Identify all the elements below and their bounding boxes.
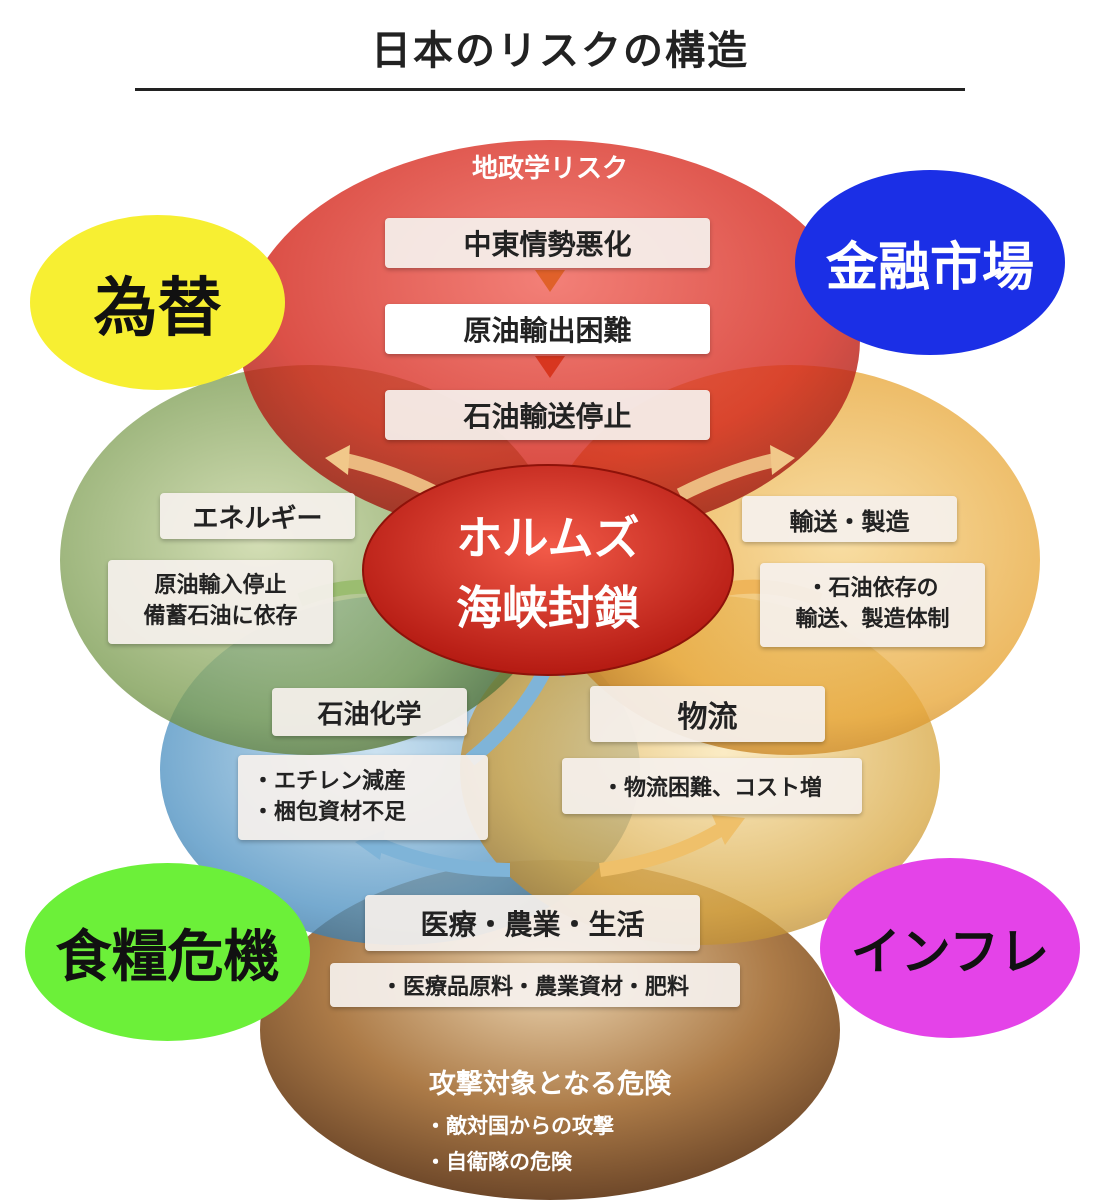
energy-heading: エネルギー: [160, 493, 355, 539]
medical-heading: 医療・農業・生活: [365, 895, 700, 951]
transport-heading: 輸送・製造: [742, 496, 957, 542]
chemistry-detail-2: ・梱包資材不足: [252, 799, 407, 825]
arrow-bottom-left: [377, 838, 511, 877]
energy-detail-2: 備蓄石油に依存: [143, 604, 298, 629]
chain-box-2: 原油輸出困難: [385, 304, 710, 354]
attack-detail-2: ・自衛隊の危険: [425, 1150, 572, 1174]
energy-detail: 原油輸入停止 備蓄石油に依存: [108, 560, 333, 644]
title-divider: [135, 88, 965, 91]
chain-arrow-1: [535, 270, 565, 292]
transport-detail-1: ・石油依存の: [806, 576, 939, 602]
medical-detail: ・医療品原料・農業資材・肥料: [330, 963, 740, 1007]
chemistry-detail: ・エチレン減産 ・梱包資材不足: [238, 755, 488, 840]
transport-detail-2: 輸送、製造体制: [795, 607, 950, 632]
chain-box-1: 中東情勢悪化: [385, 218, 710, 268]
chemistry-heading: 石油化学: [272, 688, 467, 736]
arrow-core-up-right: [676, 453, 777, 502]
arrow-up-right-head: [770, 445, 795, 475]
attack-detail-1: ・敵対国からの攻撃: [425, 1114, 614, 1138]
chain-arrow-2: [535, 356, 565, 378]
core-label-line1: ホルムズ: [456, 511, 640, 565]
chemistry-detail-1: ・エチレン減産: [252, 768, 407, 794]
bubble-finance: 金融市場: [795, 170, 1065, 355]
core-shape: [362, 464, 734, 676]
energy-detail-1: 原油輸入停止: [154, 573, 287, 599]
arrow-bottom-right-head: [712, 815, 745, 845]
arrow-bottom-right: [599, 823, 724, 877]
arrow-chem-to-core: [465, 666, 552, 766]
page-title: 日本のリスクの構造: [371, 28, 749, 74]
attack-heading: 攻撃対象となる危険: [428, 1069, 672, 1100]
bubble-inflation: インフレ: [820, 858, 1080, 1038]
bubble-food: 食糧危機: [25, 863, 310, 1041]
transport-detail: ・石油依存の 輸送、製造体制: [760, 563, 985, 647]
arrow-up-left-head: [325, 445, 350, 475]
logistics-heading: 物流: [590, 686, 825, 742]
bubble-fx: 為替: [30, 215, 285, 390]
core-label-line2: 海峡封鎖: [456, 581, 640, 635]
chain-box-3: 石油輸送停止: [385, 390, 710, 440]
logistics-detail: ・物流困難、コスト増: [562, 758, 862, 814]
geopolitics-heading: 地政学リスク: [471, 154, 628, 184]
